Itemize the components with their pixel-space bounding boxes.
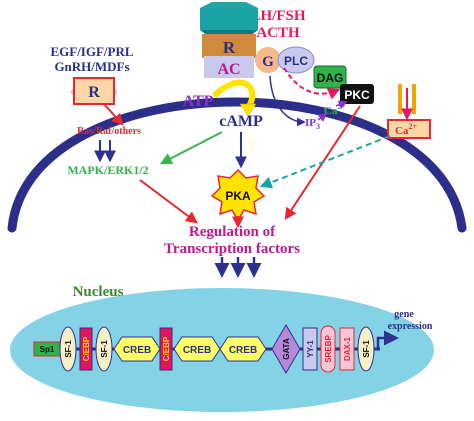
svg-text:CREB: CREB (229, 345, 257, 356)
arrow-r-to-ras (103, 103, 124, 126)
receptor-top: R AC (200, 2, 258, 78)
promoter-cebp-a: C/EBP (79, 327, 93, 371)
svg-text:CREB: CREB (123, 345, 151, 356)
receptor-left-label: R (88, 84, 100, 101)
g-protein-label: G (262, 54, 274, 70)
gene-expression-line2: expression (388, 321, 433, 332)
svg-text:CREB: CREB (183, 345, 211, 356)
arrow-plc-to-dag (283, 67, 341, 100)
arrow-ca-to-pka (259, 135, 391, 189)
promoter-creb-c: CREB (219, 336, 267, 362)
ip3-label: IP3 (305, 117, 320, 131)
regulation-line1: Regulation of (189, 224, 276, 240)
ligands-left-line1: EGF/IGF/PRL (50, 44, 133, 59)
promoter-sf1-b: SF-1 (95, 326, 113, 372)
atp-label: ATP (183, 93, 214, 110)
arrow-mapk-to-regulation (139, 179, 198, 224)
ligands-left-line2: GnRH/MDFs (54, 59, 129, 74)
arrow-ip3-to-ca (317, 112, 328, 122)
ras-raf-label: Ras/Raf/others (77, 126, 141, 137)
mapk-label: MAPK/ERK1/2 (67, 163, 148, 177)
plc: PLC (277, 46, 315, 74)
receptor-left: R (70, 77, 118, 105)
svg-text:SF-1: SF-1 (362, 340, 371, 358)
adenylyl-cyclase-label: AC (217, 61, 240, 78)
svg-text:C/EBP: C/EBP (162, 336, 171, 361)
calcium-channel: Ca2+ (387, 84, 431, 139)
ca-channel-label: Ca2+ (395, 122, 417, 137)
dag-label: DAG (317, 71, 344, 85)
arrow-camp-to-mapk (159, 131, 223, 165)
pka: PKA (210, 168, 266, 222)
pkc: PKC (340, 84, 374, 104)
pka-label: PKA (225, 189, 251, 203)
transcription-start-arrow (376, 330, 399, 349)
svg-text:SF-1: SF-1 (64, 340, 73, 358)
promoter-cebp-b: C/EBP (159, 327, 173, 371)
cell-membrane (7, 97, 467, 233)
plc-label: PLC (284, 54, 308, 68)
svg-text:C/EBP: C/EBP (82, 336, 91, 361)
regulation-line2: Transcription factors (164, 241, 300, 257)
svg-text:SREBP: SREBP (324, 335, 333, 363)
camp-label: cAMP (219, 113, 263, 130)
svg-text:SF-1: SF-1 (100, 340, 109, 358)
g-protein: G (255, 47, 281, 73)
svg-text:YY-1: YY-1 (306, 340, 315, 358)
arrow-ca-to-pkc (335, 100, 348, 109)
svg-text:GATA: GATA (282, 338, 291, 360)
promoter-srebp: SREBP (320, 325, 336, 373)
gene-expression-line1: gene (394, 309, 414, 320)
receptor-top-label: R (223, 38, 236, 57)
svg-text:Sp1: Sp1 (40, 345, 55, 354)
dag: DAG (313, 65, 347, 89)
nucleus-label: Nucleus (73, 284, 124, 300)
ligands-top-line2: ACTH (256, 25, 300, 41)
promoter-sf1-c: SF-1 (357, 326, 375, 372)
promoter-sp1: Sp1 (33, 341, 61, 357)
ligands-top-line1: LH/FSH (250, 8, 305, 24)
promoter-creb-a: CREB (113, 336, 161, 362)
promoter-yy1: YY-1 (302, 327, 318, 371)
promoter-gata: GATA (271, 324, 301, 374)
arrow-plc-to-ip3 (269, 75, 306, 127)
atp-to-camp-arrow (211, 79, 256, 110)
promoter-sf1-a: SF-1 (59, 326, 77, 372)
svg-text:DAX-1: DAX-1 (343, 336, 352, 361)
pkc-label: PKC (344, 88, 370, 102)
promoter-creb-b: CREB (173, 336, 221, 362)
promoter-dax1: DAX-1 (339, 327, 355, 371)
